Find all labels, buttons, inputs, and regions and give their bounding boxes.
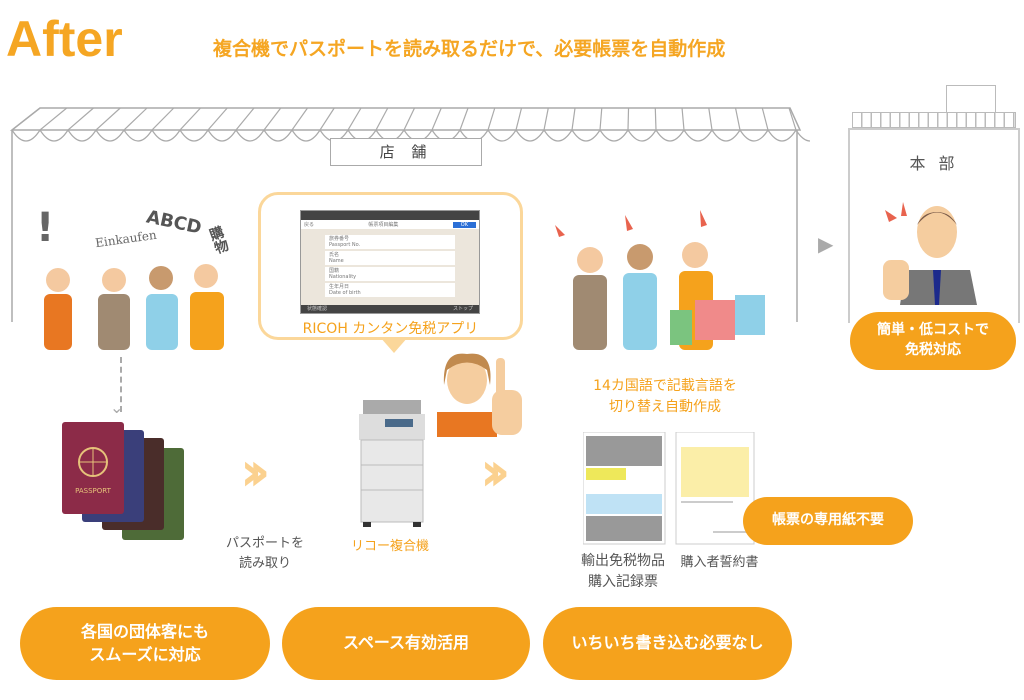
- awning-stripe: [681, 107, 685, 131]
- no-special-paper-pill: 帳票の専用紙不要: [743, 497, 913, 545]
- after-title: After: [6, 11, 123, 67]
- documents-heading: 14カ国語で記載言語を 切り替え自動作成: [593, 378, 737, 415]
- doc2-label: 購入者誓約書: [680, 555, 759, 570]
- subtitle: 複合機でパスポートを読み取るだけで、必要帳票を自動作成: [213, 38, 726, 60]
- awning-stripe: [543, 107, 549, 131]
- down-arrow-icon: ⌄: [110, 398, 124, 417]
- store-label: 店 舗: [330, 138, 482, 166]
- hq-label: 本 部: [909, 154, 959, 173]
- manager-thumbs-up-illustration: [883, 202, 977, 305]
- awning-stripe: [431, 107, 442, 131]
- ok-button[interactable]: OK: [452, 221, 476, 228]
- hq-railing: [852, 112, 1016, 128]
- awning-stripe: [123, 107, 148, 131]
- awning-stripe: [179, 107, 201, 131]
- field-sublabel: Nationality: [329, 274, 357, 280]
- awning-stripe: [291, 107, 309, 131]
- staff-pointing-illustration: [437, 353, 522, 437]
- tourists-illustration: [44, 264, 224, 350]
- field-label: 国籍: [329, 268, 340, 274]
- awning-stripe: [95, 107, 121, 131]
- happy-tourists-illustration: [555, 210, 765, 350]
- awning-stripe: [347, 107, 362, 131]
- awning-stripe: [319, 107, 335, 131]
- awning-stripe: [627, 107, 630, 131]
- documents-illustration: [583, 432, 755, 545]
- awning-stripe: [571, 107, 576, 131]
- awning-stripe: [39, 107, 68, 131]
- awning-stripe: [515, 107, 523, 131]
- benefit-pill-groups: 各国の団体客にも スムーズに対応: [20, 607, 270, 680]
- exclamation-text: !: [36, 205, 55, 251]
- hq-benefit-pill: 簡単・低コストで 免税対応: [850, 312, 1016, 370]
- awning-stripe: [235, 107, 255, 131]
- awning-stripe: [207, 107, 228, 131]
- chevron-right-icon: ››: [240, 440, 270, 503]
- doc1-label: 輸出免税物品 購入記録票: [581, 553, 665, 590]
- arrow-right-icon: ▶: [818, 232, 834, 256]
- field-sublabel: Date of birth: [329, 290, 361, 296]
- passports-illustration: [62, 422, 184, 540]
- awning-stripe: [67, 107, 94, 131]
- awning-stripe: [708, 107, 713, 131]
- mfp-label: リコー複合機: [350, 539, 429, 554]
- awning-stripe: [654, 107, 657, 131]
- awning-stripe: [599, 107, 603, 131]
- back-button[interactable]: 戻る: [304, 221, 315, 228]
- awning-stripe: [487, 107, 496, 131]
- status-button[interactable]: 状態確認: [307, 306, 328, 312]
- awning-stripe: [11, 107, 41, 131]
- field-label: 氏名: [329, 252, 340, 258]
- field-sublabel: Passport No.: [329, 242, 361, 248]
- awning-stripe: [761, 107, 769, 131]
- awning-stripe: [263, 107, 282, 131]
- benefit-pill-no-writing: いちいち書き込む必要なし: [543, 607, 792, 680]
- chevron-right-icon: ››: [480, 440, 510, 503]
- field-label: 旅券番号: [329, 236, 350, 242]
- benefit-pill-space: スペース有効活用: [282, 607, 530, 680]
- passport-label: PASSPORT: [75, 487, 111, 495]
- down-arrow-line: [120, 357, 122, 412]
- app-name: RICOH カンタン免税アプリ: [302, 321, 479, 337]
- awning-stripe: [375, 107, 389, 131]
- field-sublabel: Name: [329, 258, 344, 264]
- bubble-tail: [380, 337, 408, 353]
- field-label: 生年月日: [329, 284, 350, 290]
- awning-stripe: [459, 107, 469, 131]
- awning-stripe: [734, 107, 741, 131]
- scan-label: パスポートを 読み取り: [225, 536, 304, 571]
- store-awning: [9, 107, 810, 322]
- mfp-illustration: [359, 400, 425, 527]
- awning-stripe: [151, 107, 175, 131]
- hq-rooftop: [946, 85, 996, 115]
- stop-button[interactable]: ストップ: [452, 306, 473, 312]
- awning-stripe: [403, 107, 416, 131]
- screen-title: 帳票項目編集: [368, 221, 399, 228]
- awning-stripe: [788, 107, 797, 131]
